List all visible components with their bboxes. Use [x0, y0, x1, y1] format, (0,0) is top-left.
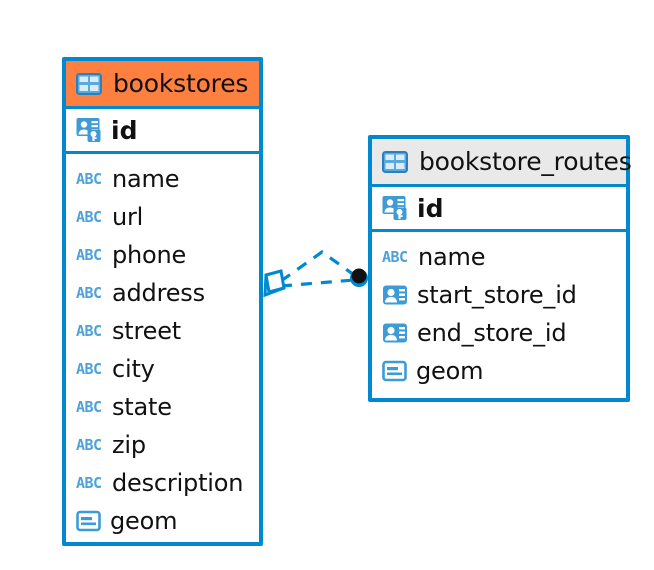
field-label: description	[112, 469, 244, 497]
field-row[interactable]: ABC phone	[76, 236, 249, 274]
entity-header-bookstore-routes[interactable]: bookstore_routes	[372, 139, 632, 187]
field-row[interactable]: ABC street	[76, 312, 249, 350]
svg-text:ABC: ABC	[76, 360, 102, 378]
text-type-icon: ABC	[76, 246, 103, 264]
field-label: city	[112, 355, 155, 383]
svg-text:ABC: ABC	[382, 248, 408, 266]
text-type-icon: ABC	[76, 170, 103, 188]
field-label: street	[112, 317, 181, 345]
field-row[interactable]: ABC zip	[76, 426, 249, 464]
field-row[interactable]: ABC name	[382, 238, 616, 276]
geometry-type-icon	[382, 360, 407, 382]
relationship-line-lower	[280, 278, 355, 288]
field-label: name	[418, 243, 486, 271]
entity-title: bookstores	[113, 69, 249, 98]
entity-bookstore-routes[interactable]: bookstore_routes id	[368, 135, 632, 402]
entity-header-bookstores[interactable]: bookstores	[66, 61, 259, 109]
field-list-bookstores: ABC name ABC url ABC p	[66, 154, 259, 546]
text-type-icon: ABC	[76, 208, 103, 226]
text-type-icon: ABC	[76, 360, 103, 378]
entity-bookstores[interactable]: bookstores id	[62, 57, 263, 546]
text-type-icon: ABC	[382, 248, 409, 266]
primary-key-label: id	[111, 115, 138, 145]
foreign-key-icon	[382, 321, 408, 345]
svg-text:ABC: ABC	[76, 398, 102, 416]
primary-key-row-bookstores[interactable]: id	[66, 109, 259, 154]
field-label: zip	[112, 431, 146, 459]
field-row[interactable]: ABC city	[76, 350, 249, 388]
text-type-icon: ABC	[76, 398, 103, 416]
svg-text:ABC: ABC	[76, 208, 102, 226]
field-row[interactable]: geom	[76, 502, 249, 540]
field-label: geom	[416, 357, 484, 385]
table-icon	[76, 72, 102, 95]
field-row[interactable]: ABC name	[76, 160, 249, 198]
field-row[interactable]: ABC address	[76, 274, 249, 312]
text-type-icon: ABC	[76, 322, 103, 340]
field-label: state	[112, 393, 172, 421]
field-label: geom	[110, 507, 178, 535]
field-label: end_store_id	[417, 319, 567, 347]
field-list-bookstore-routes: ABC name start_store_id	[372, 232, 626, 396]
field-label: start_store_id	[417, 281, 577, 309]
svg-text:ABC: ABC	[76, 246, 102, 264]
field-label: url	[112, 203, 144, 231]
field-label: name	[112, 165, 180, 193]
text-type-icon: ABC	[76, 436, 103, 454]
primary-key-icon	[76, 117, 104, 143]
entity-title: bookstore_routes	[419, 147, 632, 176]
field-row[interactable]: ABC url	[76, 198, 249, 236]
relationship-line-upper	[280, 250, 358, 283]
svg-text:ABC: ABC	[76, 322, 102, 340]
foreign-key-icon	[382, 283, 408, 307]
table-icon	[382, 150, 408, 173]
svg-text:ABC: ABC	[76, 284, 102, 302]
field-label: address	[112, 279, 205, 307]
svg-text:ABC: ABC	[76, 474, 102, 492]
geometry-type-icon	[76, 510, 101, 532]
primary-key-icon	[382, 195, 410, 221]
svg-text:ABC: ABC	[76, 436, 102, 454]
primary-key-label: id	[417, 193, 444, 223]
text-type-icon: ABC	[76, 474, 103, 492]
parallelogram-marker	[263, 269, 286, 298]
field-row[interactable]: end_store_id	[382, 314, 616, 352]
primary-key-row-bookstore-routes[interactable]: id	[372, 187, 626, 232]
field-row[interactable]: ABC description	[76, 464, 249, 502]
field-row[interactable]: geom	[382, 352, 616, 390]
text-type-icon: ABC	[76, 284, 103, 302]
field-row[interactable]: ABC state	[76, 388, 249, 426]
svg-text:ABC: ABC	[76, 170, 102, 188]
field-label: phone	[112, 241, 187, 269]
filled-circle-marker	[350, 268, 368, 287]
field-row[interactable]: start_store_id	[382, 276, 616, 314]
